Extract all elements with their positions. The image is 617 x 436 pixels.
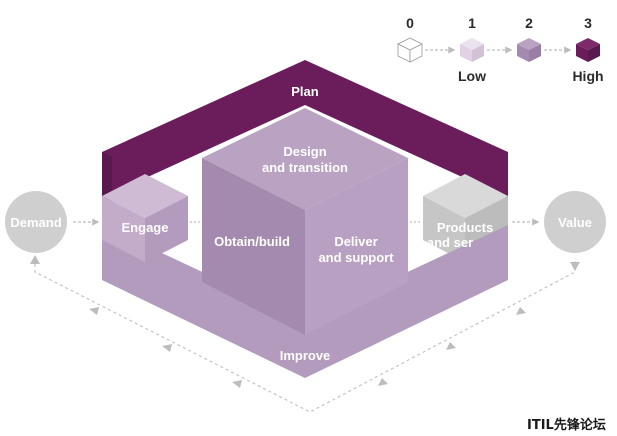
loop-arrow-up-icon <box>30 255 40 264</box>
deliver-label-line1: Deliver <box>334 234 377 249</box>
plan-block: Plan <box>102 60 508 203</box>
loop-arrow-5-icon <box>446 342 456 350</box>
improve-platform: Improve <box>102 225 508 378</box>
loop-arrow-4-icon <box>378 378 388 386</box>
legend-label-high: High <box>572 68 603 84</box>
design-label-line1: Design <box>283 144 326 159</box>
design-face <box>202 108 408 210</box>
deliver-face <box>305 158 408 335</box>
legend-cube-1 <box>460 38 484 62</box>
engage-label: Engage <box>122 220 169 235</box>
watermark: ITIL先锋论坛 <box>527 418 606 433</box>
design-label-line2: and transition <box>262 160 348 175</box>
plan-label: Plan <box>291 84 319 99</box>
loop-arrow-down-icon <box>570 262 580 271</box>
legend-label-low: Low <box>458 68 486 84</box>
improve-label: Improve <box>280 348 331 363</box>
loop-arrow-3-icon <box>232 380 242 388</box>
loop-arrow-6-icon <box>516 307 526 315</box>
legend-number-1: 1 <box>468 15 476 31</box>
demand-node: Demand <box>5 191 67 253</box>
value-node: Value <box>544 191 606 253</box>
products-label-line2: and ser <box>427 235 473 250</box>
legend-cube-0 <box>397 37 423 63</box>
deliver-label-line2: and support <box>318 250 394 265</box>
feedback-loop <box>30 255 580 413</box>
loop-arrow-1-icon <box>89 307 99 315</box>
legend-number-3: 3 <box>584 15 592 31</box>
legend-cube-2 <box>517 38 541 62</box>
legend-number-0: 0 <box>406 15 414 31</box>
obtain-face <box>202 158 305 335</box>
central-cube: Design and transition Obtain/build Deliv… <box>202 108 408 335</box>
legend-number-2: 2 <box>525 15 533 31</box>
engage-cube: Engage <box>102 174 188 262</box>
legend: 0 1 2 3 Low High <box>397 15 604 84</box>
obtain-label: Obtain/build <box>214 234 290 249</box>
products-label-line1: Products <box>437 220 493 235</box>
loop-arrow-2-icon <box>162 344 172 352</box>
legend-cube-3 <box>576 38 600 62</box>
demand-label: Demand <box>10 215 61 230</box>
value-label: Value <box>558 215 592 230</box>
